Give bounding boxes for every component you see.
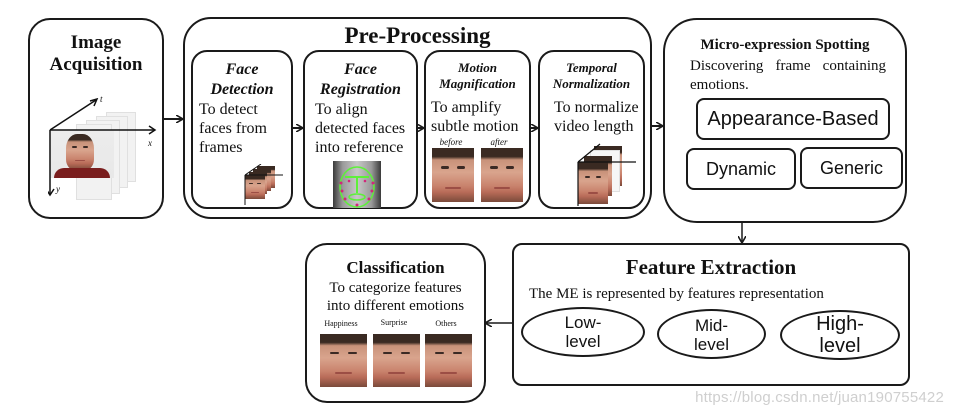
- face-landmarks-image: [333, 161, 381, 208]
- generic-method: Generic: [800, 147, 903, 189]
- motion-magnification-box: Motion Magnification To amplify subtle m…: [424, 50, 531, 209]
- feature-extraction-desc: The ME is represented by features repres…: [529, 286, 824, 302]
- face-registration-box: Face Registration To align detected face…: [303, 50, 418, 209]
- feature-extraction-box: Feature Extraction The ME is represented…: [512, 243, 910, 386]
- before-face-image: [432, 148, 474, 202]
- classification-box: Classification To categorize features in…: [305, 243, 486, 403]
- high-level-features: High- level: [780, 310, 900, 360]
- before-label: before: [439, 137, 463, 147]
- dynamic-method: Dynamic: [686, 148, 796, 190]
- video-frame-face: [50, 130, 114, 178]
- classification-desc: To categorize features into different em…: [326, 280, 465, 314]
- surprise-face-image: [373, 334, 420, 387]
- video-frames-stack: t x y: [48, 94, 158, 200]
- face-registration-desc: To align detected faces into reference: [315, 101, 406, 156]
- temporal-normalization-title: Temporal Normalization: [552, 60, 631, 91]
- axes-icon: [48, 98, 157, 197]
- motion-magnification-title: Motion Magnification: [439, 60, 516, 91]
- normalized-frames-stack: [574, 142, 640, 208]
- temporal-normalization-desc: To normalize video length: [554, 99, 639, 135]
- spotting-desc: Discovering frame containing emotions.: [690, 58, 886, 93]
- appearance-based-method: Appearance-Based: [696, 98, 890, 140]
- axis-label-t: t: [100, 94, 103, 104]
- image-acquisition-title: Image Acquisition: [49, 32, 143, 75]
- mid-level-features: Mid- level: [657, 309, 766, 359]
- pre-processing-box: Pre-Processing: [183, 17, 652, 219]
- emotion-label-happiness: Happiness: [324, 319, 358, 328]
- after-label: after: [490, 137, 508, 147]
- watermark-url: https://blog.csdn.net/juan190755422: [695, 389, 944, 406]
- temporal-normalization-box: Temporal Normalization To normalize vide…: [538, 50, 645, 209]
- spotting-title: Micro-expression Spotting: [700, 37, 870, 53]
- face-detection-desc: To detect faces from frames: [199, 101, 267, 156]
- emotion-label-surprise: Surprise: [380, 318, 408, 327]
- after-face-image: [481, 148, 523, 202]
- feature-extraction-title: Feature Extraction: [625, 255, 797, 279]
- emotion-label-others: Others: [435, 319, 457, 328]
- classification-title: Classification: [346, 258, 445, 277]
- happiness-face-image: [320, 334, 367, 387]
- mini-axes-icon: [244, 164, 283, 205]
- low-level-features: Low- level: [521, 307, 645, 357]
- motion-magnification-desc: To amplify subtle motion: [431, 99, 519, 135]
- micro-expression-spotting-box: Micro-expression Spotting Discovering fr…: [663, 18, 907, 223]
- image-acquisition-box: Image Acquisition t x y: [28, 18, 164, 219]
- face-registration-title: Face Registration: [320, 61, 401, 98]
- pre-processing-title: Pre-Processing: [344, 23, 491, 48]
- face-detection-title: Face Detection: [210, 61, 274, 98]
- axis-label-y: y: [56, 184, 60, 194]
- mini-axes-icon: [577, 143, 636, 206]
- others-face-image: [425, 334, 472, 387]
- landmark-overlay-icon: [339, 166, 375, 208]
- face-detection-box: Face Detection To detect faces from fram…: [191, 50, 293, 209]
- axis-label-x: x: [148, 138, 152, 148]
- detected-face-stack: [243, 164, 285, 206]
